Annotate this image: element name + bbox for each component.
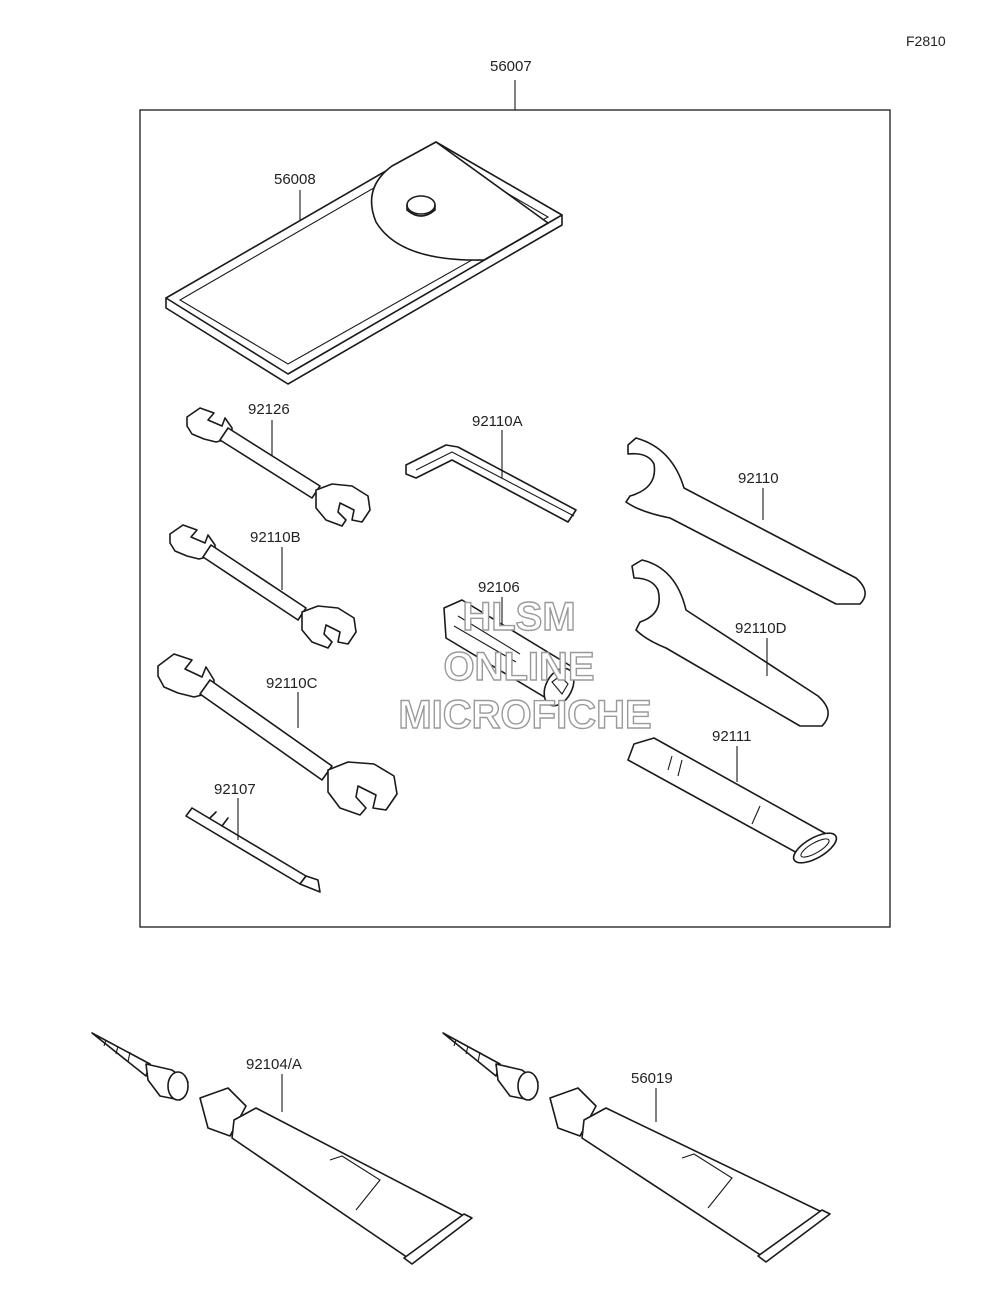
part-label-92110B: 92110B [250,529,301,546]
spanner-92110-drawing [625,437,866,605]
part-label-92126: 92126 [248,401,290,418]
part-label-92110: 92110 [738,470,779,487]
part-label-56008: 56008 [274,171,316,188]
hex-key-92110A-drawing [405,444,577,523]
wrench-92110B-drawing [169,524,357,649]
wrench-92110C-drawing [157,653,398,816]
watermark-line1: HLSM [462,595,575,639]
figure-code: F2810 [906,33,946,49]
part-label-56019: 56019 [631,1070,673,1087]
grease-tube-56019-drawing [442,1032,831,1263]
part-label-92110C: 92110C [266,675,318,692]
grease-tube-92104A-drawing [91,1032,473,1265]
tool-pouch-drawing [165,141,563,385]
part-label-92107: 92107 [214,781,256,798]
part-label-92111: 92111 [712,728,752,745]
part-label-56007: 56007 [490,58,532,75]
handle-92111-drawing [627,737,838,864]
part-label-92110D: 92110D [735,620,787,637]
watermark: HLSM ONLINE MICROFICHE [398,594,653,737]
spanner-92110D-drawing [631,559,829,727]
watermark-line3: MICROFICHE [398,693,651,737]
socket-92106-drawing [443,599,575,707]
part-label-92106: 92106 [478,579,520,596]
wrench-92126-drawing [186,407,371,527]
part-label-92110A: 92110A [472,413,523,430]
screwdriver-92107-drawing [185,807,321,893]
leader-lines [237,190,768,1122]
watermark-line2: ONLINE [443,645,594,689]
part-label-92104A: 92104/A [246,1056,302,1073]
